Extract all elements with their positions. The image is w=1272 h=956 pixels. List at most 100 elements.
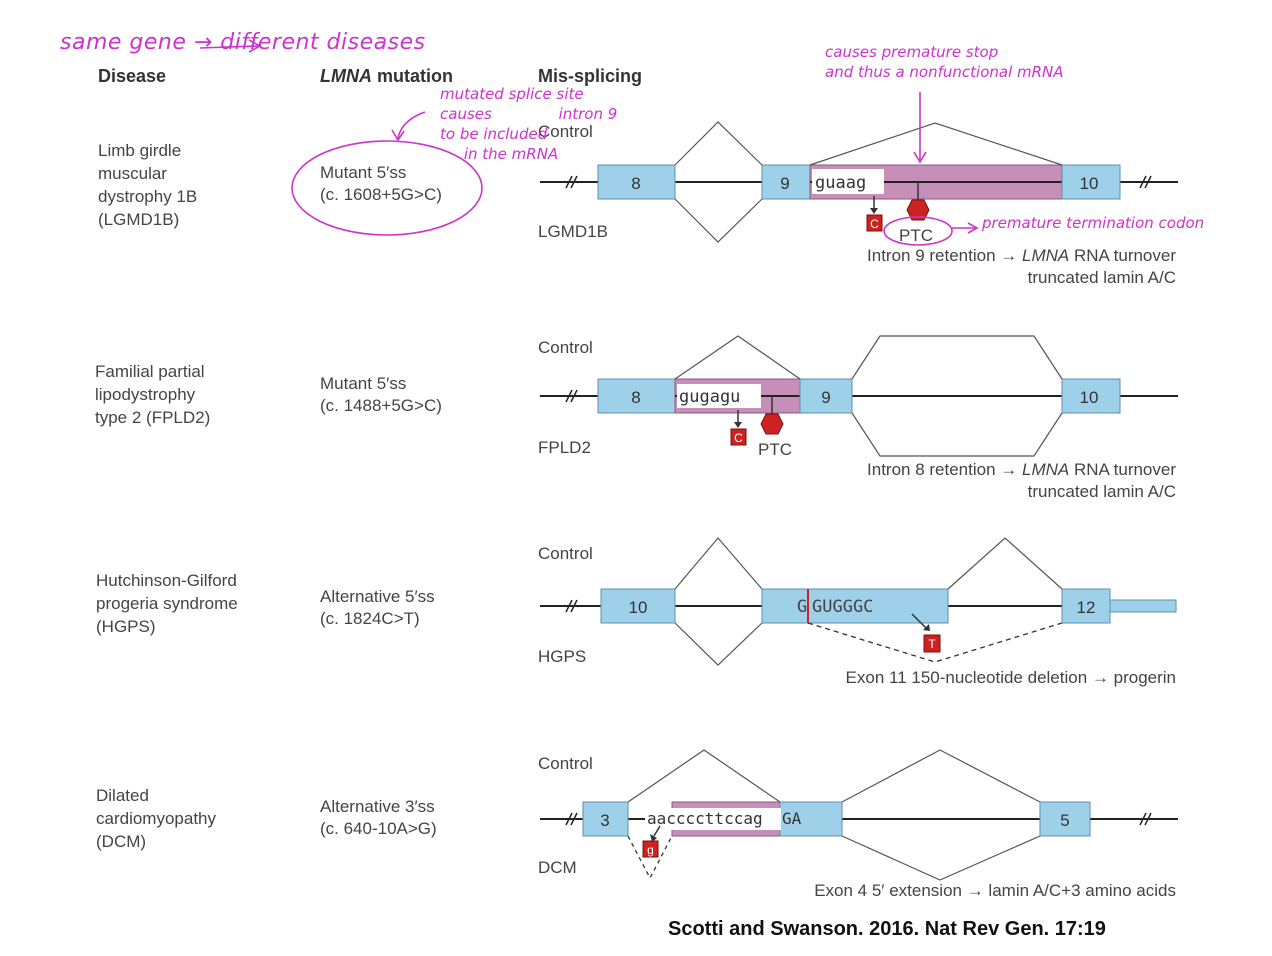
break-mark xyxy=(565,599,578,613)
exon-label: 8 xyxy=(631,388,640,407)
diagram-lgmd1b: 8 9 guaag 10 C PTC xyxy=(540,121,1178,245)
sequence-box xyxy=(645,808,781,830)
splice-arc-mutant xyxy=(841,835,1041,881)
arrow-head-icon xyxy=(967,222,979,234)
control-label-fpld2: Control xyxy=(538,338,593,357)
exon-9 xyxy=(761,164,811,200)
splice-arc-control xyxy=(674,537,763,590)
sequence-text: gugagu xyxy=(679,387,740,407)
disease-fpld2: Familial partial lipodystrophy type 2 (F… xyxy=(95,362,211,427)
control-label-lgmd1b: Control xyxy=(538,122,593,141)
handwriting-marks xyxy=(199,39,979,246)
exon-label: 5 xyxy=(1060,811,1069,830)
mutation-letter: T xyxy=(928,637,936,651)
result-dcm: Exon 4 5′ extension → lamin A/C+3 amino … xyxy=(814,880,1176,902)
handwritten-note-premature: causes premature stop and thus a nonfunc… xyxy=(825,43,1064,81)
handwritten-note-splice: mutated splice site causes intron 9 to b… xyxy=(440,85,618,163)
exon-label: 9 xyxy=(780,174,789,193)
diagram-dcm: 3 aaccccttccag GA 5 g xyxy=(540,749,1178,881)
citation: Scotti and Swanson. 2016. Nat Rev Gen. 1… xyxy=(668,918,1106,940)
row-name-lgmd1b: LGMD1B xyxy=(538,222,608,241)
arrow-head-icon xyxy=(391,129,405,142)
mutation-hgps: Alternative 5′ss (c. 1824C>T) xyxy=(320,587,435,628)
splice-arc-mutant xyxy=(674,622,763,666)
sequence-box xyxy=(812,169,884,194)
diagram-fpld2: 8 gugagu 9 10 C PTC xyxy=(540,335,1178,459)
result-fpld2: Intron 8 retention → LMNA RNA turnover t… xyxy=(867,459,1176,503)
splice-arc-mutant xyxy=(851,412,1063,457)
mutation-marker xyxy=(923,634,941,653)
stop-codon-icon xyxy=(760,413,784,435)
header-disease: Disease xyxy=(98,66,167,86)
mutation-dcm: Alternative 3′ss (c. 640-10A>G) xyxy=(320,797,437,838)
header-mutation: LMNA mutation xyxy=(320,66,453,87)
exon-4 xyxy=(779,801,843,837)
sequence-text: GUGGGC xyxy=(812,597,873,617)
disease-hgps: Hutchinson-Gilford progeria syndrome (HG… xyxy=(96,571,238,636)
splice-arc-control xyxy=(841,749,1041,803)
result-line-2: truncated lamin A/C xyxy=(1027,268,1176,287)
exon-label: 10 xyxy=(1080,174,1099,193)
diagram-hgps: 10 G GUGGGC 12 T xyxy=(540,537,1177,666)
mutation-fpld2: Mutant 5′ss (c. 1488+5G>C) xyxy=(320,374,442,415)
splice-arc-control xyxy=(674,335,801,380)
arrow-shaft xyxy=(397,111,426,139)
result-line-2: truncated lamin A/C xyxy=(1027,482,1176,501)
mutation-letter: C xyxy=(870,217,879,231)
exon-3 xyxy=(582,801,629,837)
splice-arc-mutant xyxy=(674,198,763,243)
utr xyxy=(1109,599,1177,613)
mutation-marker xyxy=(866,214,883,232)
control-label-dcm: Control xyxy=(538,754,593,773)
control-label-hgps: Control xyxy=(538,544,593,563)
exon-10 xyxy=(1061,164,1121,200)
exon-label: 10 xyxy=(1080,388,1099,407)
ptc-label: PTC xyxy=(899,226,933,245)
result-lgmd1b: Intron 9 retention → LMNA RNA turnover t… xyxy=(867,245,1176,289)
circle-mark xyxy=(883,216,953,246)
result-line-1: Intron 9 retention → LMNA RNA turnover xyxy=(867,246,1176,265)
exon-5 xyxy=(1039,801,1091,837)
break-mark xyxy=(1139,175,1152,189)
mutation-letter: C xyxy=(734,431,743,445)
row-name-dcm: DCM xyxy=(538,858,577,877)
splice-arc-control xyxy=(851,335,1063,380)
sequence-text: aaccccttccag xyxy=(647,809,763,828)
sequence-text: guaag xyxy=(815,173,866,193)
header-missplicing: Mis-splicing xyxy=(538,66,643,86)
exon-label: 9 xyxy=(821,388,830,407)
break-mark xyxy=(565,175,578,189)
exon-8 xyxy=(597,164,676,200)
exon-10 xyxy=(1061,378,1121,414)
row-name-fpld2: FPLD2 xyxy=(538,438,591,457)
header-mutation-rest: mutation xyxy=(372,66,453,86)
break-mark xyxy=(1139,812,1152,826)
arrow-head-icon xyxy=(913,151,927,164)
exon-label: 3 xyxy=(600,811,609,830)
exon-9 xyxy=(799,378,853,414)
result-hgps: Exon 11 150-nucleotide deletion → proger… xyxy=(846,667,1176,689)
mutation-marker xyxy=(730,428,747,446)
splice-arc-control xyxy=(674,121,763,166)
break-mark xyxy=(565,812,578,826)
handwritten-note-ptc: premature termination codon xyxy=(982,214,1205,232)
ptc-label: PTC xyxy=(758,440,792,459)
exon-label: 10 xyxy=(629,598,648,617)
result-line-1: Exon 11 150-nucleotide deletion → proger… xyxy=(845,668,1176,687)
exon-8 xyxy=(597,378,676,414)
sequence-box xyxy=(677,384,761,408)
splice-arc-control xyxy=(809,122,1063,166)
result-line-1: Exon 4 5′ extension → lamin A/C+3 amino … xyxy=(814,881,1176,900)
result-line-1: Intron 8 retention → LMNA RNA turnover xyxy=(867,460,1176,479)
disease-lgmd1b: Limb girdle muscular dystrophy 1B (LGMD1… xyxy=(98,141,198,229)
mutation-marker xyxy=(642,840,659,858)
circle-mark xyxy=(291,140,483,236)
splice-arc-control xyxy=(627,749,781,803)
break-mark xyxy=(565,389,578,403)
splice-arc-control xyxy=(947,537,1063,590)
exon-10 xyxy=(600,588,676,624)
header-mutation-gene: LMNA xyxy=(320,66,372,86)
handwritten-note-top: same gene → different diseases xyxy=(60,30,426,55)
sequence-first: G xyxy=(797,597,807,617)
